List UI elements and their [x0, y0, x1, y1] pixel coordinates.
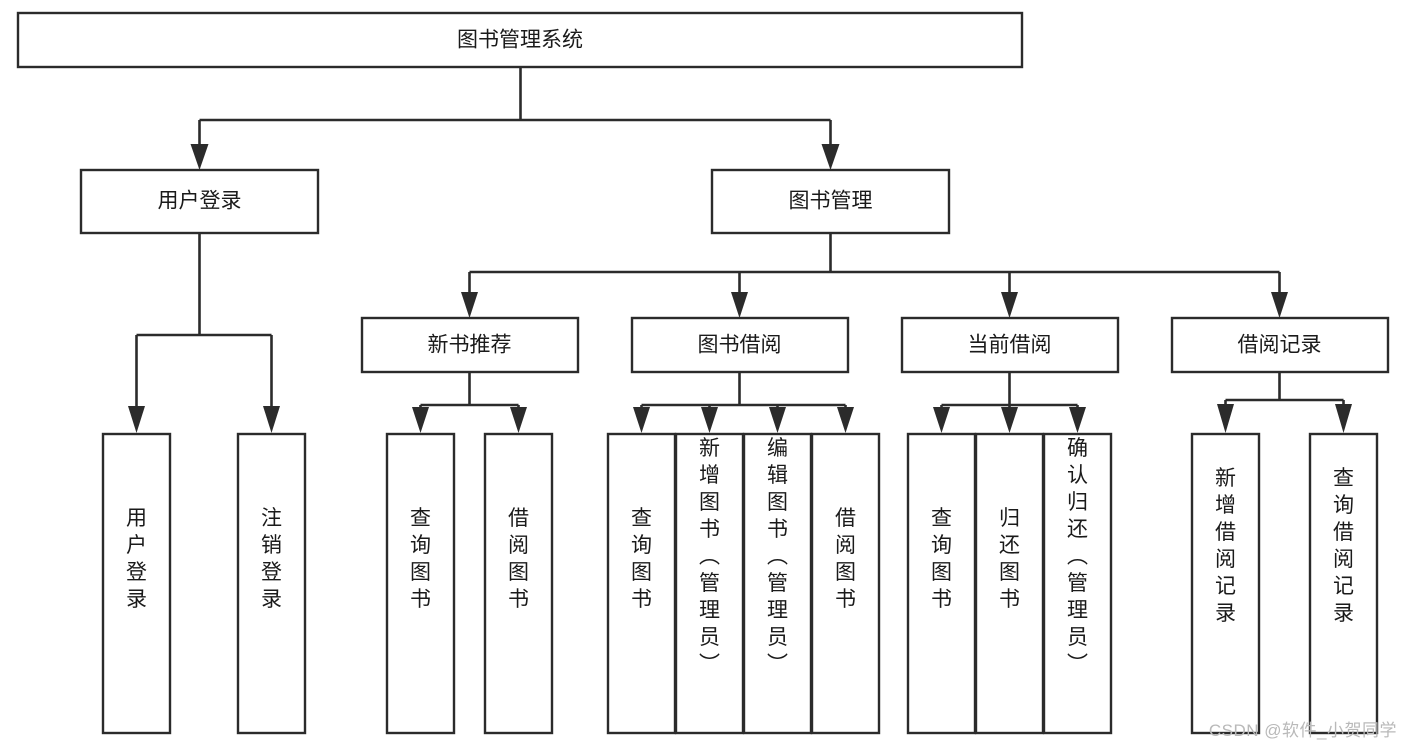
arrow-head-leaf-query-book-1	[412, 407, 429, 433]
arrow-head-leaf-confirm-return-admin	[1069, 407, 1086, 433]
node-root-label: 图书管理系统	[457, 29, 583, 52]
leaf-add-book-admin-label: 新增图书︵管理员︶	[699, 437, 720, 676]
leaf-edit-book-admin[interactable]: 编辑图书︵管理员︶	[742, 432, 813, 735]
arrow-head-borrow-record	[1271, 292, 1288, 318]
arrow-head-leaf-user-login	[128, 406, 145, 433]
leaf-query-borrow-record[interactable]: 查询借阅记录	[1308, 432, 1379, 735]
arrow-head-book-management	[821, 144, 840, 170]
arrow-head-leaf-user-logout	[263, 406, 280, 433]
leaf-query-book-1[interactable]: 查询图书	[385, 432, 456, 735]
leaf-query-borrow-record-box[interactable]	[1308, 432, 1379, 735]
leaf-return-book[interactable]: 归还图书	[974, 432, 1045, 735]
arrow-head-leaf-add-book-admin	[701, 407, 718, 433]
leaf-query-book-3-box[interactable]	[906, 432, 977, 735]
arrow-head-leaf-borrow-book-2	[837, 407, 854, 433]
node-borrow-record-box[interactable]	[1170, 316, 1390, 374]
arrow-head-leaf-query-borrow-record	[1335, 404, 1352, 433]
leaf-query-book-1-label: 查询图书	[410, 507, 431, 611]
node-book-borrow[interactable]: 图书借阅	[630, 316, 850, 374]
leaf-user-login-box[interactable]	[101, 432, 172, 735]
leaf-add-borrow-record-box[interactable]	[1190, 432, 1261, 735]
arrow-head-leaf-query-book-3	[933, 407, 950, 433]
arrow-head-new-book-recommend	[461, 292, 478, 318]
node-user-login-box[interactable]	[79, 168, 320, 235]
node-borrow-record[interactable]: 借阅记录	[1170, 316, 1390, 374]
leaf-add-borrow-record-label: 新增借阅记录	[1215, 467, 1236, 625]
leaf-query-book-3[interactable]: 查询图书	[906, 432, 977, 735]
arrow-head-leaf-borrow-book-1	[510, 407, 527, 433]
leaf-borrow-book-2-label: 借阅图书	[835, 507, 856, 611]
arrow-head-leaf-add-borrow-record	[1217, 404, 1234, 433]
leaf-user-logout[interactable]: 注销登录	[236, 432, 307, 735]
leaf-add-borrow-record[interactable]: 新增借阅记录	[1190, 432, 1261, 735]
leaf-borrow-book-2-box[interactable]	[810, 432, 881, 735]
leaf-borrow-book-1-box[interactable]	[483, 432, 554, 735]
node-book-management-label: 图书管理	[789, 190, 873, 213]
arrow-head-leaf-edit-book-admin	[769, 407, 786, 433]
node-new-book-recommend-label: 新书推荐	[428, 334, 512, 357]
node-new-book-recommend[interactable]: 新书推荐	[360, 316, 580, 374]
leaf-borrow-book-1[interactable]: 借阅图书	[483, 432, 554, 735]
leaf-user-logout-label: 注销登录	[261, 507, 282, 611]
leaf-edit-book-admin-box[interactable]	[742, 432, 813, 735]
leaf-user-login[interactable]: 用户登录	[101, 432, 172, 735]
leaf-user-logout-box[interactable]	[236, 432, 307, 735]
arrow-head-user-login	[190, 144, 209, 170]
leaf-query-book-2-label: 查询图书	[631, 507, 652, 611]
leaf-user-login-label: 用户登录	[126, 507, 147, 611]
leaf-query-book-1-box[interactable]	[385, 432, 456, 735]
arrow-head-leaf-return-book	[1001, 407, 1018, 433]
leaf-confirm-return-admin-box[interactable]	[1042, 432, 1113, 735]
node-current-borrow[interactable]: 当前借阅	[900, 316, 1120, 374]
watermark-text: CSDN @软件_小贺同学	[1208, 721, 1397, 740]
leaf-return-book-label: 归还图书	[999, 507, 1020, 611]
connector-layer	[128, 67, 1352, 433]
node-root[interactable]: 图书管理系统	[16, 11, 1024, 69]
node-user-login-label: 用户登录	[158, 190, 242, 213]
leaf-query-borrow-record-label: 查询借阅记录	[1333, 467, 1354, 625]
node-root-box[interactable]	[16, 11, 1024, 69]
node-book-management-box[interactable]	[710, 168, 951, 235]
leaf-borrow-book-2[interactable]: 借阅图书	[810, 432, 881, 735]
leaf-query-book-2[interactable]: 查询图书	[606, 432, 677, 735]
node-current-borrow-box[interactable]	[900, 316, 1120, 374]
node-borrow-record-label: 借阅记录	[1238, 334, 1322, 357]
leaf-confirm-return-admin-label: 确认归还︵管理员︶	[1067, 437, 1088, 676]
arrow-head-book-borrow	[731, 292, 748, 318]
node-book-borrow-box[interactable]	[630, 316, 850, 374]
node-current-borrow-label: 当前借阅	[968, 334, 1052, 357]
node-user-login[interactable]: 用户登录	[79, 168, 320, 235]
node-new-book-recommend-box[interactable]	[360, 316, 580, 374]
leaf-edit-book-admin-label: 编辑图书︵管理员︶	[767, 437, 788, 676]
node-book-borrow-label: 图书借阅	[698, 334, 782, 357]
arrow-head-leaf-query-book-2	[633, 407, 650, 433]
arrow-head-current-borrow	[1001, 292, 1018, 318]
leaf-borrow-book-1-label: 借阅图书	[508, 507, 529, 611]
leaf-add-book-admin-box[interactable]	[674, 432, 745, 735]
leaf-confirm-return-admin[interactable]: 确认归还︵管理员︶	[1042, 432, 1113, 735]
leaf-add-book-admin[interactable]: 新增图书︵管理员︶	[674, 432, 745, 735]
node-book-management[interactable]: 图书管理	[710, 168, 951, 235]
leaf-query-book-3-label: 查询图书	[931, 507, 952, 611]
